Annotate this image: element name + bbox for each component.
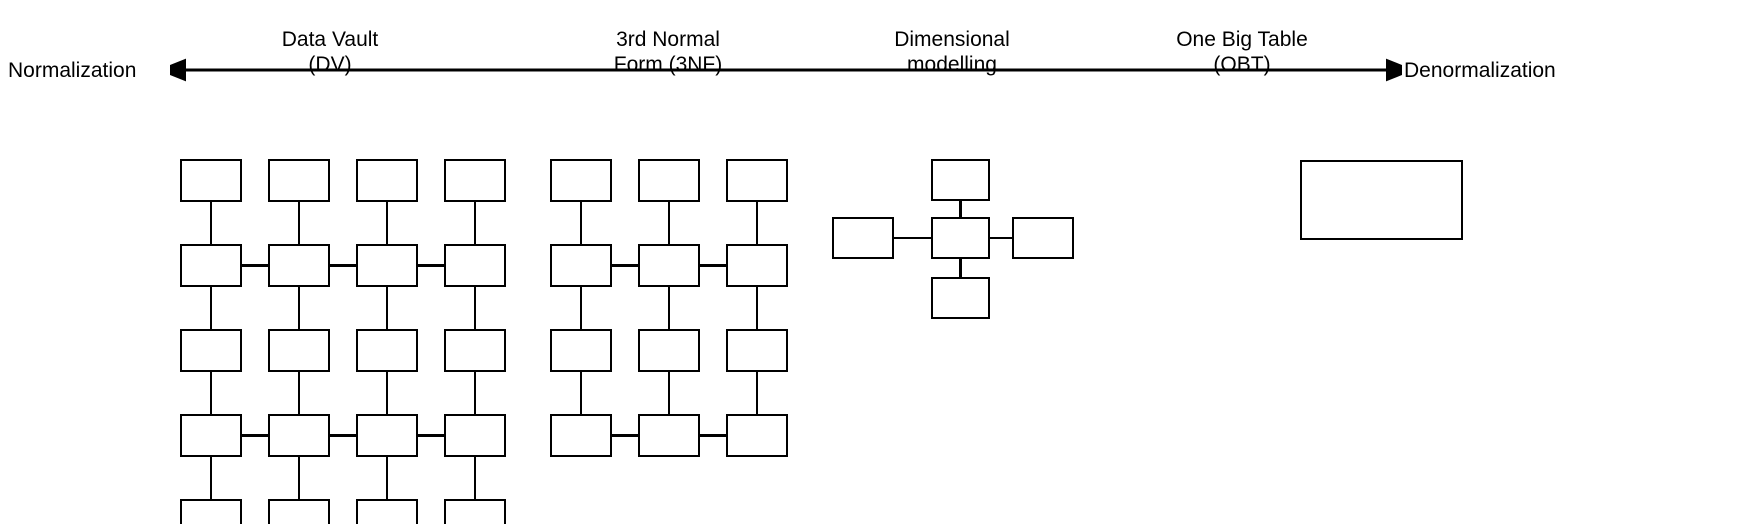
vertical-connector: [385, 372, 389, 414]
vertical-connector: [667, 287, 671, 329]
entity-box: [638, 244, 700, 287]
vertical-connector: [297, 287, 301, 329]
entity-box: [444, 499, 506, 524]
column-heading-line2: Form (3NF): [613, 53, 723, 76]
vertical-connector: [579, 287, 583, 329]
entity-box: [268, 329, 330, 372]
horizontal-connector: [612, 434, 638, 437]
dimension-box-left: [832, 217, 894, 259]
vertical-connector: [385, 457, 389, 499]
vertical-connector: [209, 372, 213, 414]
entity-box: [356, 159, 418, 202]
entity-box: [726, 244, 788, 287]
horizontal-connector: [418, 264, 444, 267]
horizontal-connector: [700, 434, 726, 437]
vertical-connector: [297, 372, 301, 414]
vertical-connector: [959, 201, 962, 217]
horizontal-connector: [418, 434, 444, 437]
entity-box: [550, 329, 612, 372]
column-heading-data-vault: Data Vault (DV): [230, 2, 430, 102]
vertical-connector: [579, 372, 583, 414]
entity-box: [726, 414, 788, 457]
axis-label-denormalization: Denormalization: [1404, 59, 1556, 82]
dimension-box-top: [931, 159, 990, 201]
entity-box: [180, 244, 242, 287]
column-heading-line1: 3rd Normal: [616, 28, 720, 51]
column-heading-line1: Data Vault: [281, 28, 379, 51]
entity-box: [638, 329, 700, 372]
entity-box: [268, 159, 330, 202]
entity-box: [268, 499, 330, 524]
vertical-connector: [473, 202, 477, 244]
axis-label-normalization: Normalization: [8, 59, 137, 82]
vertical-connector: [473, 372, 477, 414]
column-heading-line2: (DV): [308, 53, 352, 76]
entity-box: [180, 414, 242, 457]
vertical-connector: [667, 202, 671, 244]
entity-box: [180, 499, 242, 524]
horizontal-connector: [242, 264, 268, 267]
vertical-connector: [297, 457, 301, 499]
vertical-connector: [473, 287, 477, 329]
dimension-box-bottom: [931, 277, 990, 319]
vertical-connector: [209, 457, 213, 499]
entity-box: [444, 414, 506, 457]
vertical-connector: [667, 372, 671, 414]
one-big-table-box: [1300, 160, 1463, 240]
entity-box: [268, 414, 330, 457]
vertical-connector: [385, 287, 389, 329]
column-heading-third-normal-form: 3rd Normal Form (3NF): [568, 2, 768, 102]
entity-box: [180, 329, 242, 372]
entity-box: [356, 499, 418, 524]
vertical-connector: [473, 457, 477, 499]
entity-box: [550, 244, 612, 287]
vertical-connector: [755, 372, 759, 414]
entity-box: [726, 159, 788, 202]
entity-box: [638, 414, 700, 457]
entity-box: [444, 329, 506, 372]
entity-box: [356, 414, 418, 457]
entity-box: [268, 244, 330, 287]
dimension-box-right: [1012, 217, 1074, 259]
column-heading-dimensional-modelling: Dimensional modelling: [852, 2, 1052, 102]
vertical-connector: [755, 287, 759, 329]
column-heading-line1: Dimensional: [894, 28, 1010, 51]
horizontal-connector: [612, 264, 638, 267]
horizontal-connector: [330, 264, 356, 267]
vertical-connector: [959, 259, 962, 277]
column-heading-line2: (OBT): [1213, 53, 1271, 76]
fact-box: [931, 217, 990, 259]
entity-box: [444, 244, 506, 287]
column-heading-line1: One Big Table: [1176, 28, 1308, 51]
horizontal-connector: [330, 434, 356, 437]
entity-box: [356, 244, 418, 287]
horizontal-connector: [242, 434, 268, 437]
entity-box: [726, 329, 788, 372]
entity-box: [550, 414, 612, 457]
double-headed-arrow-icon: [170, 58, 1402, 82]
horizontal-connector: [990, 236, 1012, 240]
entity-box: [180, 159, 242, 202]
horizontal-connector: [894, 236, 931, 240]
entity-box: [444, 159, 506, 202]
vertical-connector: [297, 202, 301, 244]
vertical-connector: [579, 202, 583, 244]
vertical-connector: [755, 202, 759, 244]
entity-box: [550, 159, 612, 202]
horizontal-connector: [700, 264, 726, 267]
entity-box: [356, 329, 418, 372]
vertical-connector: [385, 202, 389, 244]
entity-box: [638, 159, 700, 202]
vertical-connector: [209, 287, 213, 329]
vertical-connector: [209, 202, 213, 244]
column-heading-one-big-table: One Big Table (OBT): [1142, 2, 1342, 102]
column-heading-line2: modelling: [907, 53, 997, 76]
